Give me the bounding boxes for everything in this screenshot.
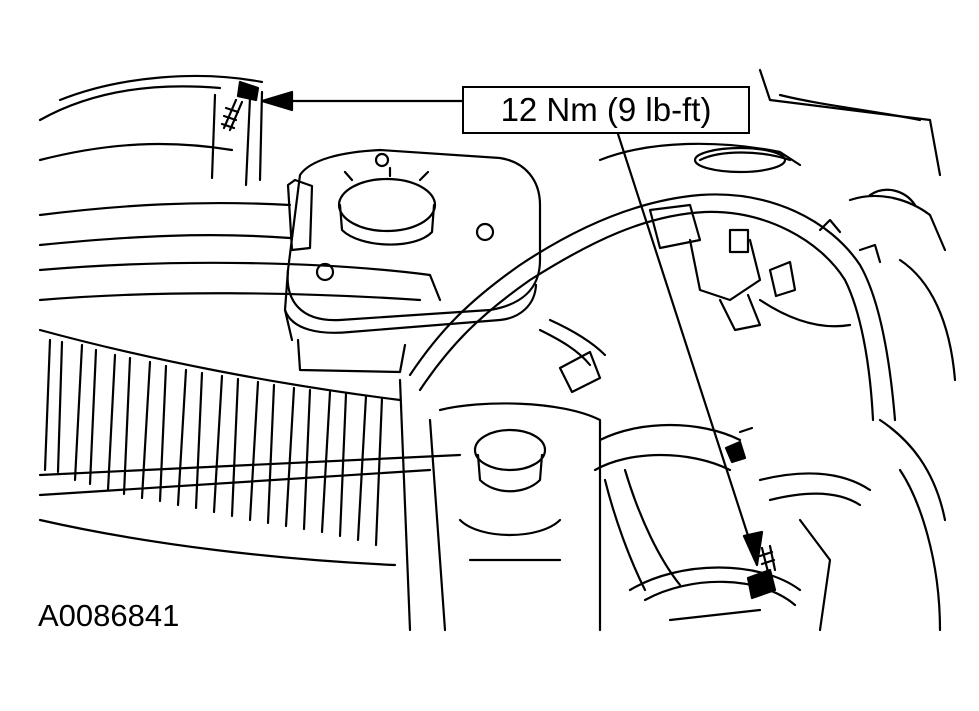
small-bolt-middle (724, 426, 754, 464)
vacuum-hose (408, 193, 897, 422)
torque-label: 12 Nm (9 lb-ft) (500, 91, 712, 128)
reservoir-cap (337, 177, 437, 233)
brake-booster-area (598, 68, 957, 632)
left-clamp-bolt (220, 80, 260, 132)
fluid-reservoir (283, 148, 542, 374)
arrowhead-left-icon (260, 90, 294, 112)
grommet (473, 428, 547, 472)
radiator-shroud (38, 261, 602, 632)
torque-callout: 12 Nm (9 lb-ft) (462, 86, 750, 134)
intake-tube (593, 423, 872, 632)
corrugated-hose (38, 328, 402, 567)
figure-id: A0086841 (38, 598, 180, 633)
leader-line-lower (616, 132, 754, 550)
arrowhead-down-icon (742, 530, 764, 567)
torque-bolt-lower (746, 544, 777, 600)
upper-hose (38, 74, 292, 247)
leader-lines (260, 90, 764, 567)
